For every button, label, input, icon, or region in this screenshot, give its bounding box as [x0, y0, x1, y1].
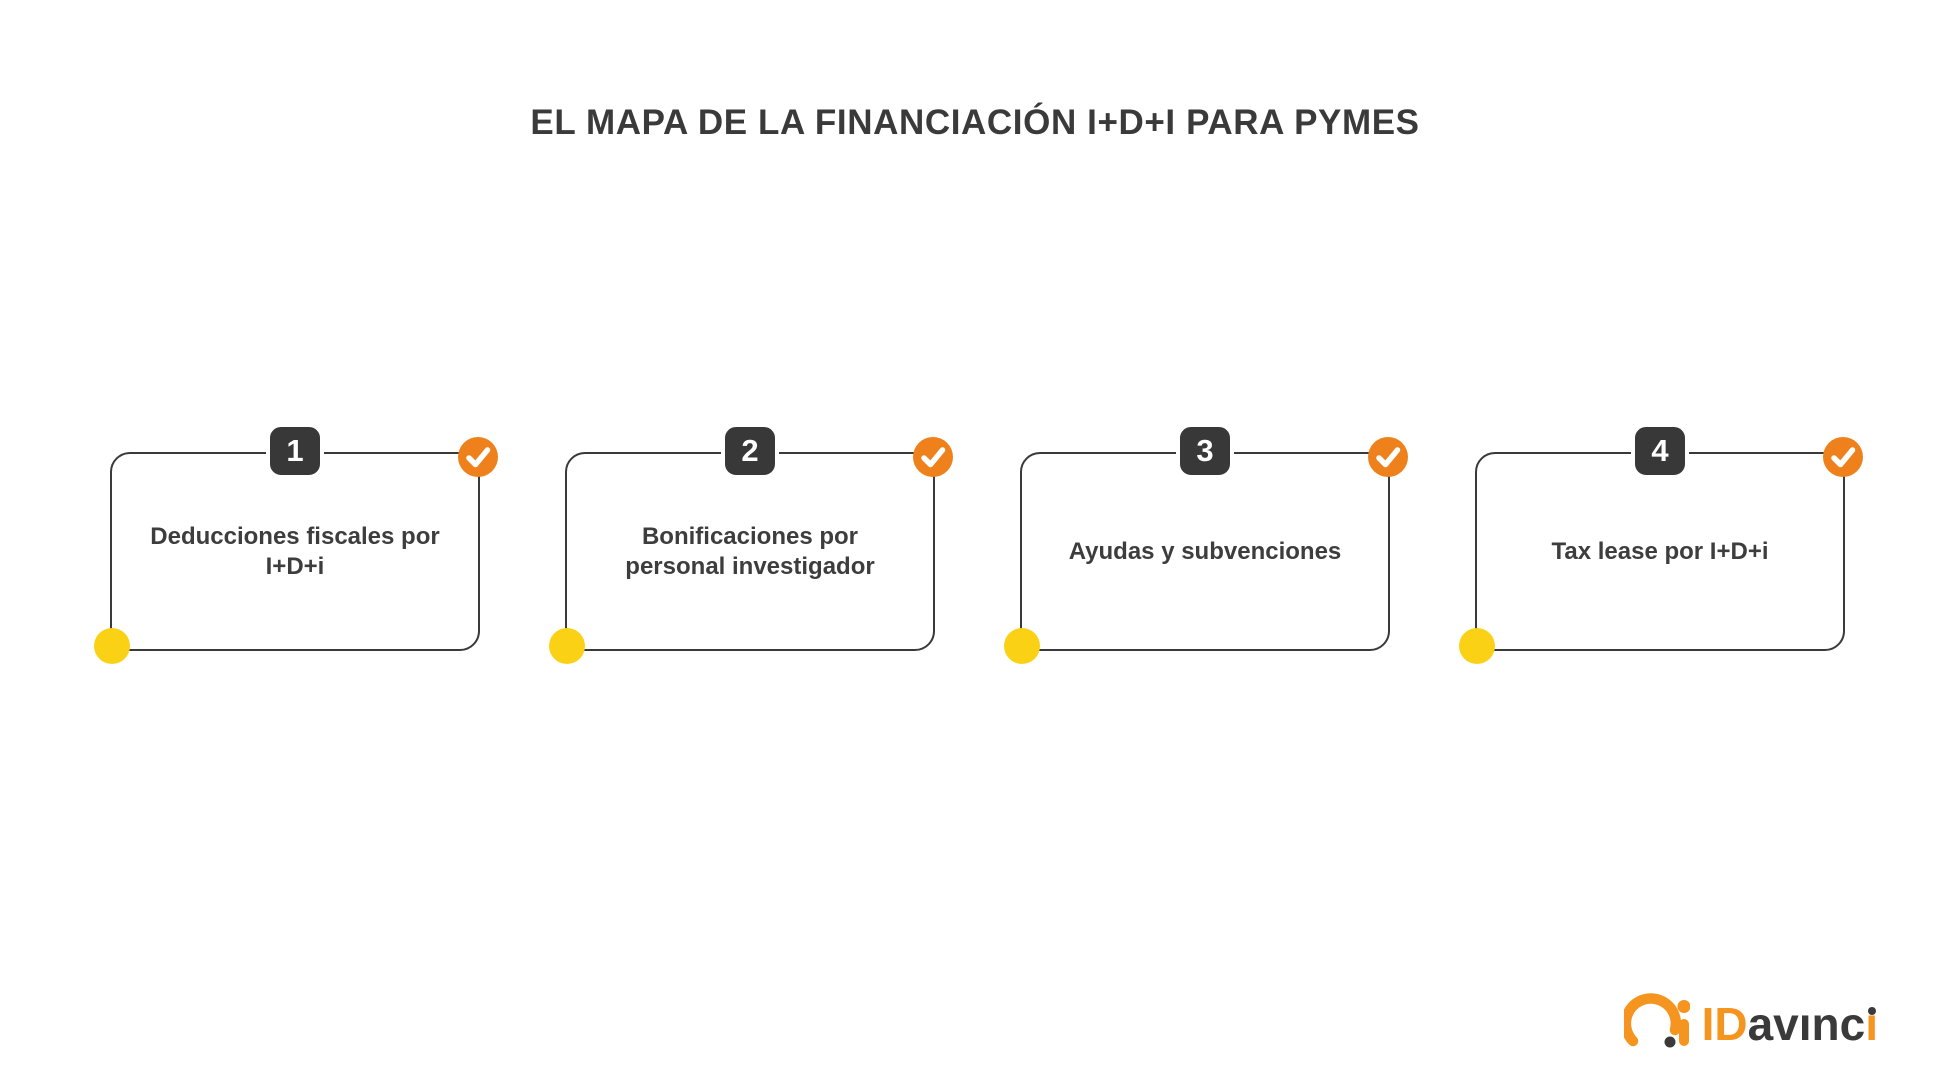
yellow-dot-icon: [1004, 628, 1040, 664]
check-circle-icon: [913, 437, 953, 477]
step-number-badge: 2: [721, 423, 779, 479]
logo-text: IDavıncı: [1702, 998, 1878, 1050]
card-deducciones-fiscales: 1 Deducciones fiscales por I+D+i: [94, 423, 498, 664]
card-label: Ayudas y subvenciones: [1068, 537, 1342, 565]
check-circle-icon: [458, 437, 498, 477]
card-label: Tax lease por I+D+i: [1551, 537, 1769, 565]
logo-text-avinc: avınc: [1747, 998, 1866, 1050]
step-number-badge: 1: [266, 423, 324, 479]
logo-text-id: ID: [1701, 998, 1748, 1050]
page-title: EL MAPA DE LA FINANCIACIÓN I+D+I PARA PY…: [530, 103, 1420, 142]
card-tax-lease: 4 Tax lease por I+D+i: [1459, 423, 1863, 664]
yellow-dot-icon: [94, 628, 130, 664]
check-circle-icon: [1368, 437, 1408, 477]
step-number-badge: 4: [1631, 423, 1689, 479]
yellow-dot-icon: [549, 628, 585, 664]
logo-text-last-i: ı: [1865, 998, 1878, 1050]
logo-i-dot: [1867, 1007, 1876, 1015]
gauge-arc-ai-icon: [1623, 993, 1690, 1048]
card-bonificaciones: 2 Bonificaciones por personal investigad…: [549, 423, 953, 664]
card-label: Deducciones fiscales por I+D+i: [150, 522, 440, 580]
card-label: Bonificaciones por personal investigador: [625, 522, 875, 580]
yellow-dot-icon: [1459, 628, 1495, 664]
card-ayudas-subvenciones: 3 Ayudas y subvenciones: [1004, 423, 1408, 664]
idavinci-logo: IDavıncı: [1623, 992, 1878, 1050]
step-number-badge: 3: [1176, 423, 1234, 479]
check-circle-icon: [1823, 437, 1863, 477]
